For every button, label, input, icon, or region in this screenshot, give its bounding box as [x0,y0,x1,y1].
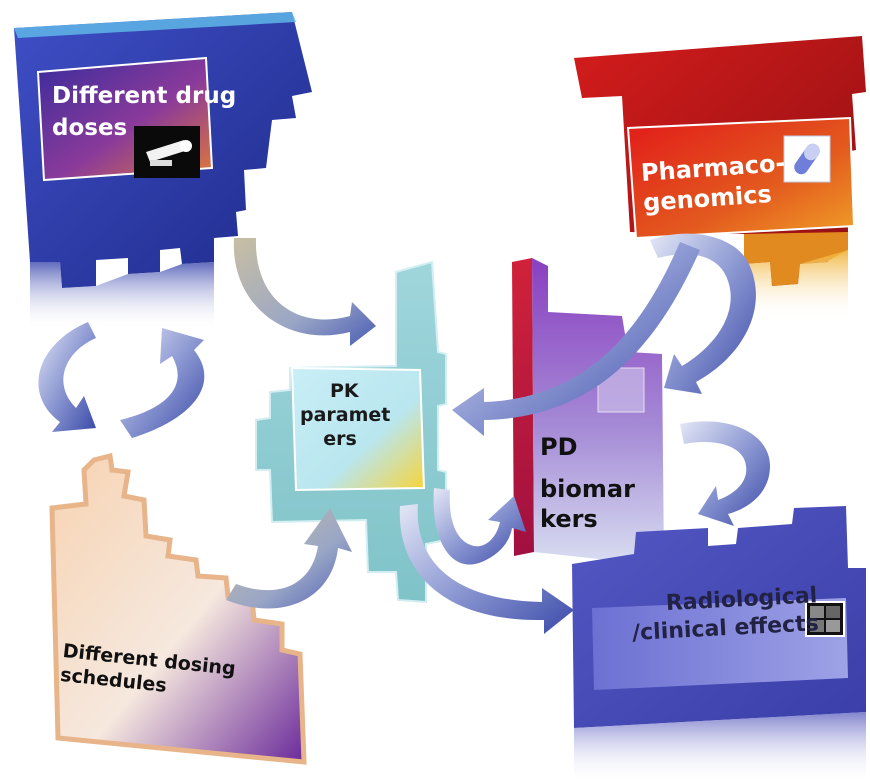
arrow-drug-to-pk [233,238,376,346]
pd-biomarkers-label-line-1: PD [540,433,578,461]
arrow-pk-to-radiological [399,504,574,634]
pd-biomarkers-label-line-3: kers [540,505,598,533]
arrow-pharmaco-to-pd [650,233,756,394]
radiological-piece [572,506,866,783]
drug-doses-label: Different drug doses [52,82,236,143]
pharmacogenomics-piece [574,36,866,320]
arrow-pd-to-pharmaco-pk [452,242,700,436]
pharmacogenomics-label: Pharmaco- genomics [640,148,788,218]
pk-parameters-label-line-1: PK [330,380,359,402]
pk-piece [255,260,447,604]
arrow-drug-to-dosing [38,322,96,432]
pk-parameters-label: PK paramet ers [300,380,391,451]
pd-biomarkers-label-line-2: biomar [540,475,635,503]
drug-doses-label-line-1: Different drug [52,83,237,109]
scan-image-icon [805,601,845,637]
pk-parameters-label-line-3: ers [323,427,357,450]
drug-doses-label-line-2: doses [52,114,128,141]
arrow-pk-to-pd [433,488,526,565]
dosing-piece [49,452,307,765]
pd-biomarkers-label: PD biomar kers [540,432,635,534]
arrow-pd-to-radiological [680,421,770,526]
drug-doses-piece [14,12,312,330]
capsule-icon [783,135,831,183]
arrow-dosing-to-pk [226,508,352,609]
arrow-dosing-to-drug [120,328,205,438]
pk-parameters-label-line-2: paramet [300,403,391,426]
syringe-icon [134,126,200,178]
radiological-effects-label: Radiological /clinical effects [630,582,819,647]
